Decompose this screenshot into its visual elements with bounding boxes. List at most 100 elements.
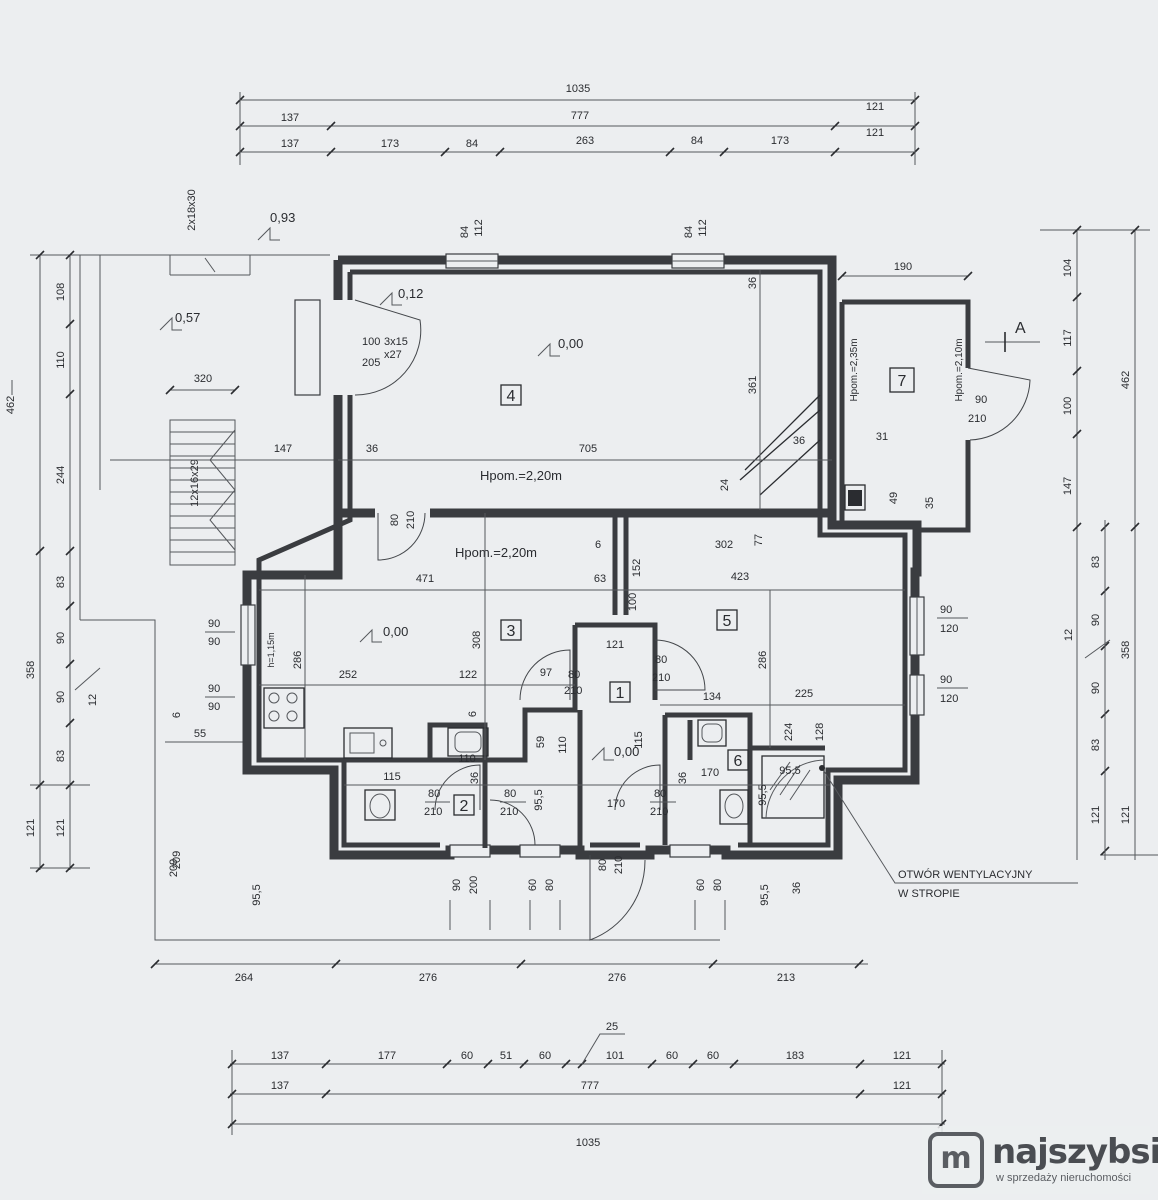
svg-text:462: 462 bbox=[5, 396, 17, 414]
svg-text:80: 80 bbox=[597, 859, 609, 871]
svg-text:170: 170 bbox=[607, 798, 625, 810]
svg-text:60: 60 bbox=[461, 1050, 473, 1062]
dim-top-overall: 1035 bbox=[566, 83, 590, 95]
svg-text:95,5: 95,5 bbox=[779, 765, 800, 777]
svg-text:24: 24 bbox=[719, 479, 731, 491]
svg-text:83: 83 bbox=[1090, 739, 1102, 751]
svg-text:60: 60 bbox=[666, 1050, 678, 1062]
svg-text:112: 112 bbox=[473, 219, 485, 237]
svg-text:121: 121 bbox=[893, 1080, 911, 1092]
room-4-height: Hpom.=2,20m bbox=[480, 468, 562, 483]
svg-text:252: 252 bbox=[339, 669, 357, 681]
svg-text:210: 210 bbox=[968, 413, 986, 425]
svg-text:0,12: 0,12 bbox=[398, 286, 423, 301]
svg-text:110: 110 bbox=[55, 351, 67, 369]
svg-text:0,57: 0,57 bbox=[175, 310, 200, 325]
svg-text:173: 173 bbox=[381, 138, 399, 150]
svg-text:121: 121 bbox=[606, 639, 624, 651]
svg-text:90: 90 bbox=[55, 632, 67, 644]
svg-text:110: 110 bbox=[557, 736, 569, 754]
svg-text:h=1,15m: h=1,15m bbox=[266, 632, 276, 667]
svg-text:358: 358 bbox=[1120, 641, 1132, 659]
svg-text:117: 117 bbox=[1062, 329, 1074, 347]
svg-text:55: 55 bbox=[194, 728, 206, 740]
svg-text:80: 80 bbox=[654, 788, 666, 800]
left-dimension-chains: 462 358 121 108 110 244 83 90 90 83 121 … bbox=[5, 250, 110, 873]
interior-dimensions: 36 361 36 705 36 24 80 210 471 6 63 152 … bbox=[168, 270, 905, 906]
svg-text:60: 60 bbox=[527, 879, 539, 891]
svg-text:121: 121 bbox=[1120, 806, 1132, 824]
svg-text:137: 137 bbox=[271, 1050, 289, 1062]
svg-text:60: 60 bbox=[695, 879, 707, 891]
svg-text:Hpom.=2,10m: Hpom.=2,10m bbox=[954, 338, 965, 401]
svg-text:183: 183 bbox=[786, 1050, 804, 1062]
svg-text:36: 36 bbox=[747, 277, 759, 289]
svg-text:115: 115 bbox=[633, 731, 645, 749]
svg-text:209: 209 bbox=[171, 851, 183, 869]
svg-text:Hpom.=2,35m: Hpom.=2,35m bbox=[849, 338, 860, 401]
svg-text:777: 777 bbox=[581, 1080, 599, 1092]
ventilation-note-line2: W STROPIE bbox=[898, 888, 960, 900]
svg-text:0,93: 0,93 bbox=[270, 210, 295, 225]
room-7-label: 7 bbox=[898, 373, 907, 390]
svg-text:x27: x27 bbox=[384, 349, 402, 361]
svg-text:471: 471 bbox=[416, 573, 434, 585]
room-4-label: 4 bbox=[507, 388, 516, 405]
svg-text:286: 286 bbox=[292, 651, 304, 669]
doors: 3x15 x27 100 205 bbox=[354, 299, 706, 941]
svg-text:6: 6 bbox=[171, 712, 183, 718]
svg-text:59: 59 bbox=[535, 736, 547, 748]
svg-text:276: 276 bbox=[419, 972, 437, 984]
svg-text:0,00: 0,00 bbox=[558, 336, 583, 351]
svg-text:101: 101 bbox=[606, 1050, 624, 1062]
svg-text:210: 210 bbox=[652, 672, 670, 684]
svg-text:423: 423 bbox=[731, 571, 749, 583]
logo-name: najszybsi bbox=[992, 1132, 1158, 1172]
svg-text:308: 308 bbox=[471, 631, 483, 649]
svg-text:112: 112 bbox=[697, 219, 709, 237]
svg-text:462: 462 bbox=[1120, 371, 1132, 389]
svg-text:224: 224 bbox=[783, 723, 795, 741]
svg-text:95,5: 95,5 bbox=[759, 884, 771, 905]
svg-text:95,5: 95,5 bbox=[533, 789, 545, 810]
fixtures bbox=[263, 687, 825, 825]
dim-bottom-overall: 1035 bbox=[576, 1137, 600, 1149]
svg-text:205: 205 bbox=[362, 357, 380, 369]
svg-text:80: 80 bbox=[389, 514, 401, 526]
terrace-stairs-label: 2x18x30 bbox=[186, 189, 198, 231]
room-6-label: 6 bbox=[734, 753, 743, 770]
svg-text:100: 100 bbox=[362, 336, 380, 348]
svg-text:90: 90 bbox=[1090, 614, 1102, 626]
windows: 84 112 84 112 bbox=[240, 219, 925, 858]
svg-text:210: 210 bbox=[500, 806, 518, 818]
svg-text:137: 137 bbox=[281, 112, 299, 124]
svg-text:705: 705 bbox=[579, 443, 597, 455]
exterior-walls bbox=[242, 255, 922, 860]
svg-text:83: 83 bbox=[55, 750, 67, 762]
svg-text:6: 6 bbox=[595, 539, 601, 551]
room-7-vestibule: A 90 210 Hpom.=2,35m Hpom.=2,10m 7 190 3… bbox=[837, 261, 1040, 533]
svg-text:83: 83 bbox=[55, 576, 67, 588]
svg-text:36: 36 bbox=[469, 772, 481, 784]
svg-text:115: 115 bbox=[383, 771, 401, 783]
svg-text:173: 173 bbox=[771, 135, 789, 147]
svg-text:200: 200 bbox=[468, 876, 480, 894]
logo-tagline: w sprzedaży nieruchomości bbox=[996, 1172, 1132, 1184]
svg-text:320: 320 bbox=[194, 373, 212, 385]
svg-text:90: 90 bbox=[940, 604, 952, 616]
svg-text:263: 263 bbox=[576, 135, 594, 147]
svg-text:128: 128 bbox=[814, 723, 826, 741]
exterior-terrace: 2x18x30 320 12x16x29 147 55 6 209 bbox=[79, 189, 720, 941]
svg-text:147: 147 bbox=[274, 443, 292, 455]
svg-text:97: 97 bbox=[540, 667, 552, 679]
right-dimension-chains: 104 117 100 147 83 90 90 83 121 462 358 … bbox=[1040, 225, 1158, 860]
svg-text:110: 110 bbox=[458, 753, 476, 765]
svg-text:121: 121 bbox=[893, 1050, 911, 1062]
bottom-dimension-chains: 137 177 60 51 60 25 101 60 60 183 121 13… bbox=[150, 959, 947, 1149]
svg-text:90: 90 bbox=[55, 691, 67, 703]
svg-text:12x16x29: 12x16x29 bbox=[189, 459, 201, 507]
svg-text:121: 121 bbox=[1090, 806, 1102, 824]
svg-text:63: 63 bbox=[594, 573, 606, 585]
svg-text:108: 108 bbox=[55, 283, 67, 301]
